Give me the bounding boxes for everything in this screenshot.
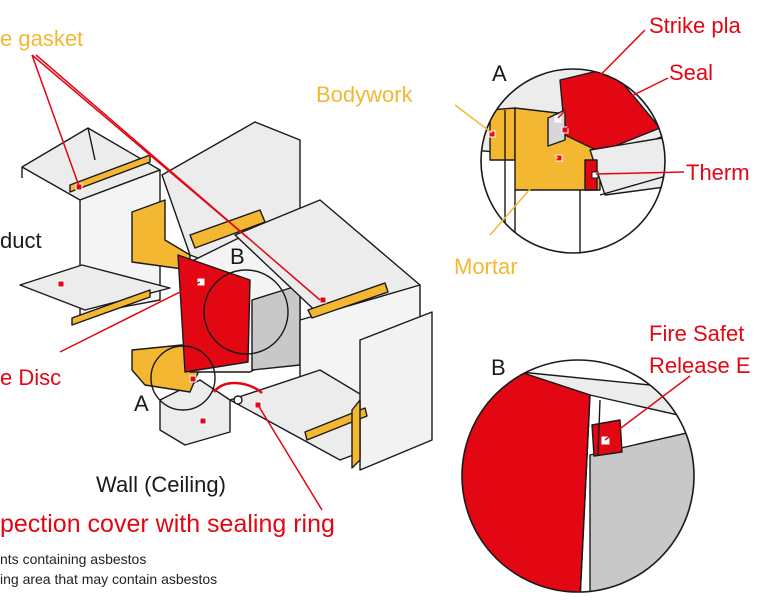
marker-b-detail: B (491, 355, 506, 380)
bodywork-label: Bodywork (316, 82, 413, 107)
mortar-label: Mortar (454, 254, 518, 279)
seal-label: Seal (669, 60, 714, 85)
wall-label: Wall (Ceiling) (96, 472, 226, 497)
legend-line-2: ing area that may contain asbestos (0, 571, 218, 587)
fire-safety-label-line1: Fire Safet (649, 321, 745, 346)
legend-line-1: nts containing asbestos (0, 551, 147, 567)
marker-a-main: A (134, 391, 149, 416)
fire-safety-label-line2: Release E (649, 353, 751, 378)
marker-a-detail: A (492, 61, 507, 86)
right-duct (229, 199, 433, 471)
inspection-cover-label: pection cover with sealing ring (0, 510, 335, 538)
duct-label: duct (0, 228, 42, 253)
gasket-label: e gasket (0, 26, 84, 51)
detail-a (480, 68, 666, 254)
marker-b-main: B (230, 244, 245, 269)
thermal-label: Therm (686, 160, 750, 185)
disc-label: e Disc (0, 365, 62, 390)
strike-plate-label: Strike pla (649, 13, 741, 38)
left-duct (19, 127, 171, 326)
